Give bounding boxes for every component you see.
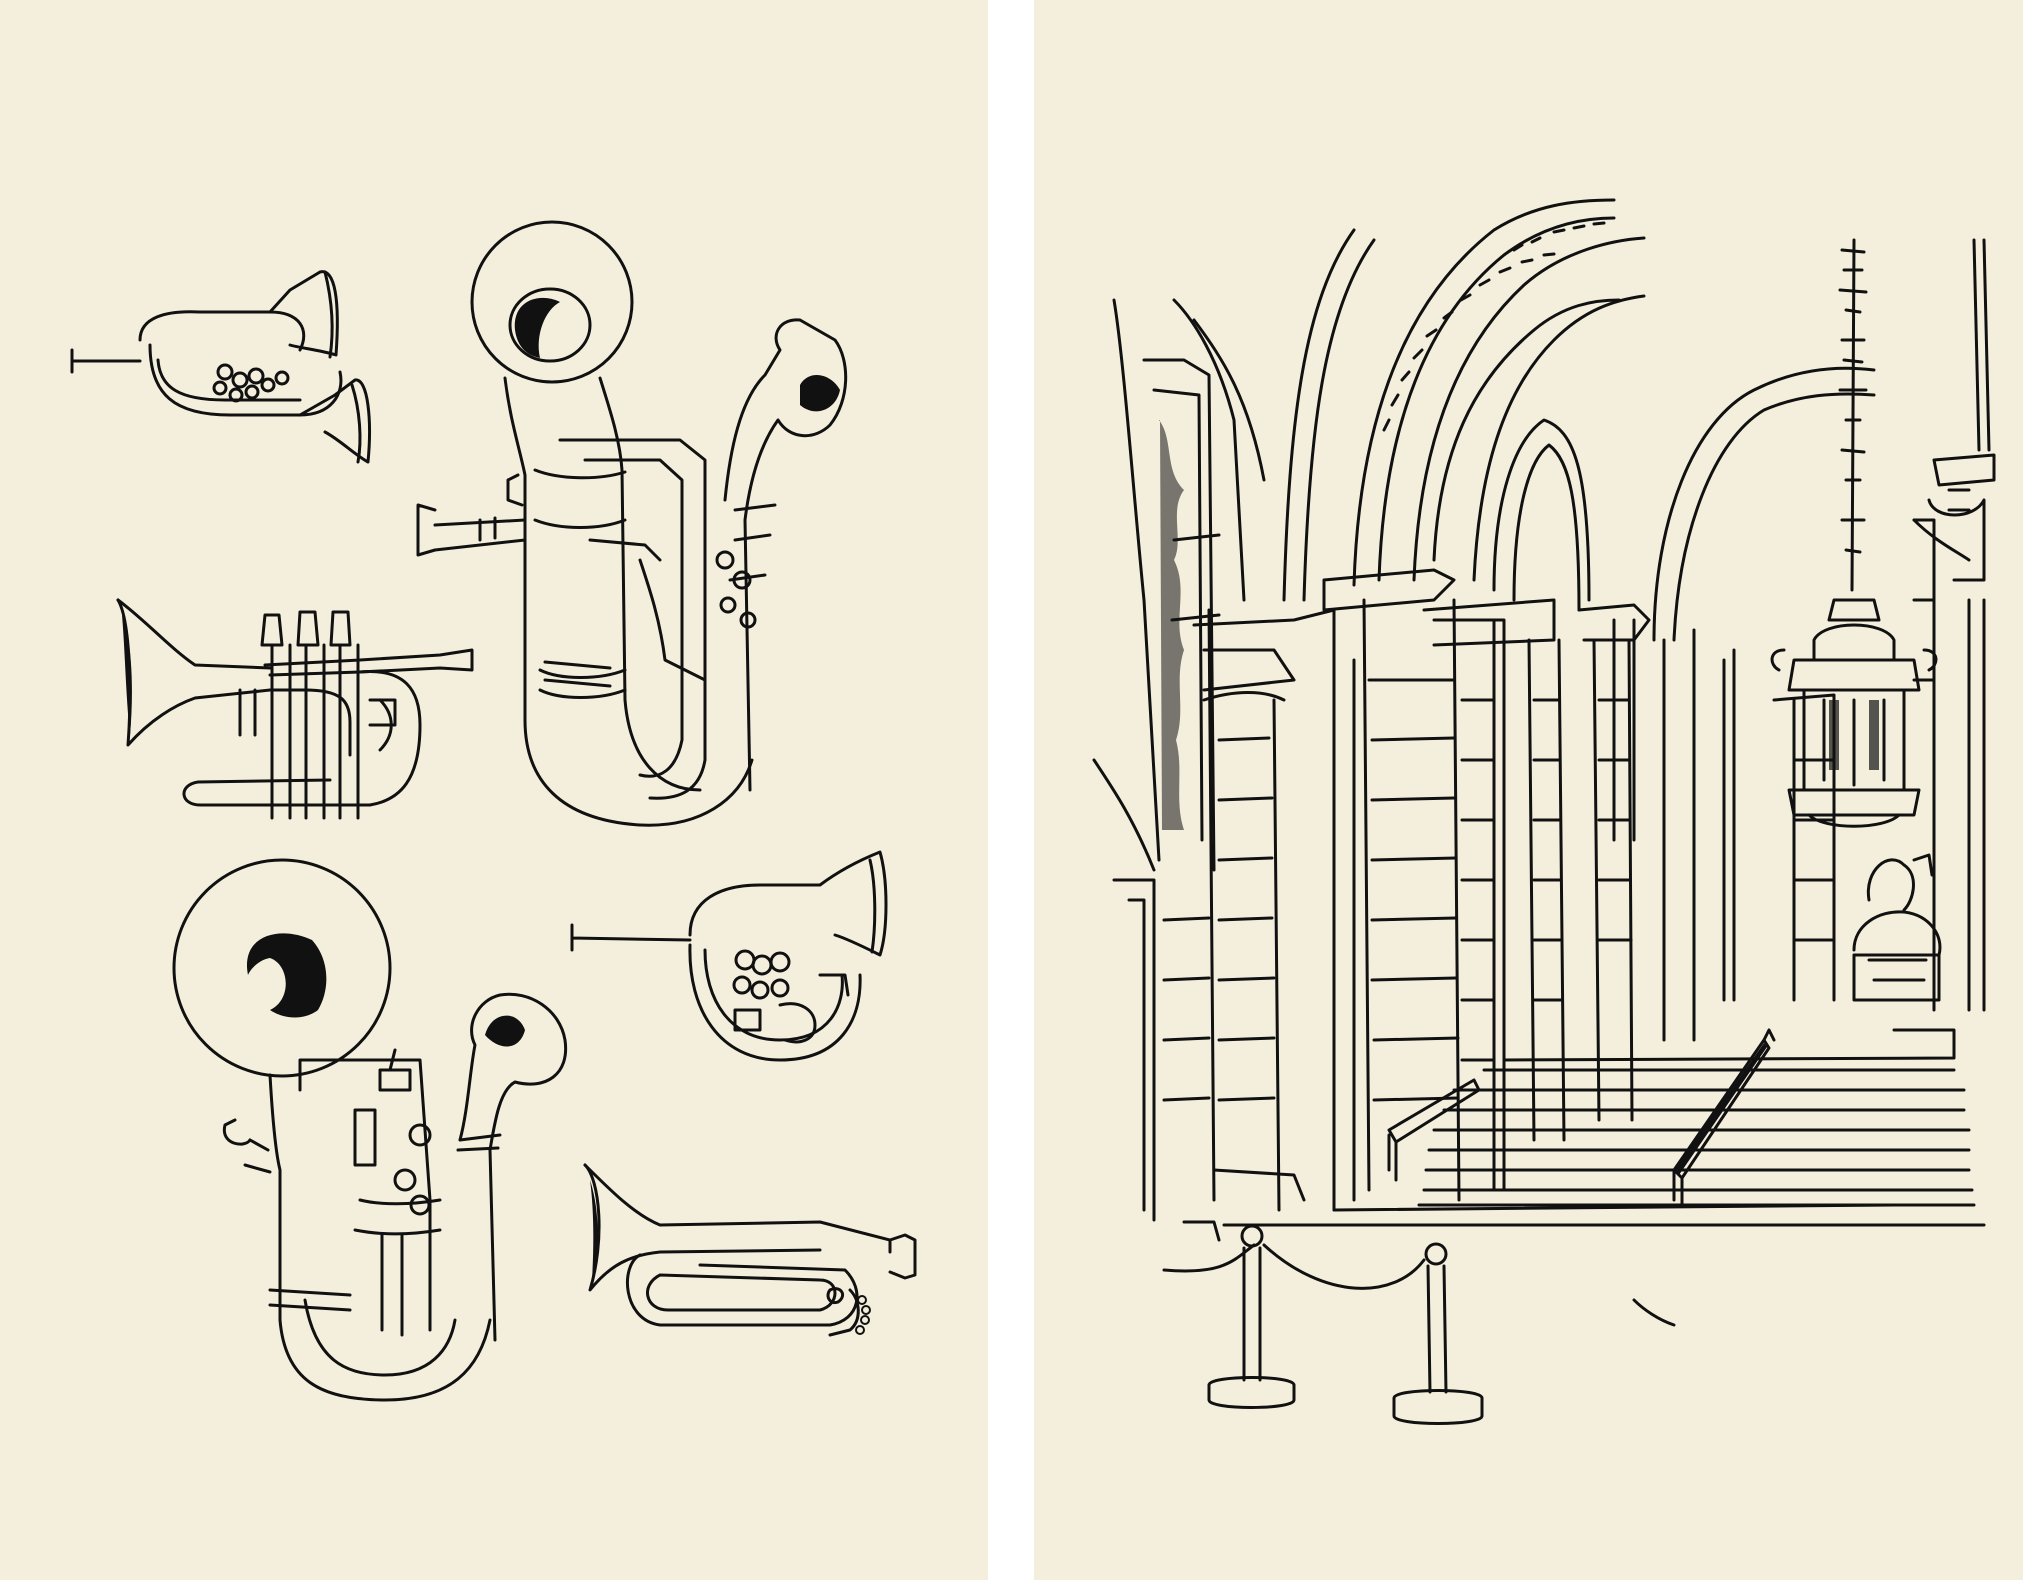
handrails-drawing [1387, 1028, 1776, 1207]
page-gutter [988, 0, 1034, 1580]
sketch-page-instruments [0, 0, 988, 1580]
rope-barrier-drawing [1162, 1224, 1676, 1425]
pocket-trumpet-drawing [116, 598, 474, 820]
euphonium-large-drawing [416, 220, 848, 827]
instruments-drawing [70, 220, 917, 1402]
gothic-arches-drawing [1172, 198, 1876, 1002]
alto-horn-small-drawing [70, 270, 371, 464]
tuba-large-drawing [172, 858, 568, 1402]
bugle-drawing [583, 1163, 917, 1337]
left-wall-panel-drawing [1092, 298, 1221, 1222]
mellophone-drawing [570, 850, 888, 1062]
staircase-drawing [1182, 1028, 1986, 1242]
sketch-page-cathedral [1034, 0, 2023, 1580]
right-column-drawing [1912, 238, 1996, 1012]
cathedral-drawing [1092, 198, 1996, 1425]
bust-statue-drawing [1852, 853, 1942, 1002]
stone-pillars-drawing [1162, 518, 1936, 1212]
hanging-lantern-drawing [1770, 238, 1938, 828]
